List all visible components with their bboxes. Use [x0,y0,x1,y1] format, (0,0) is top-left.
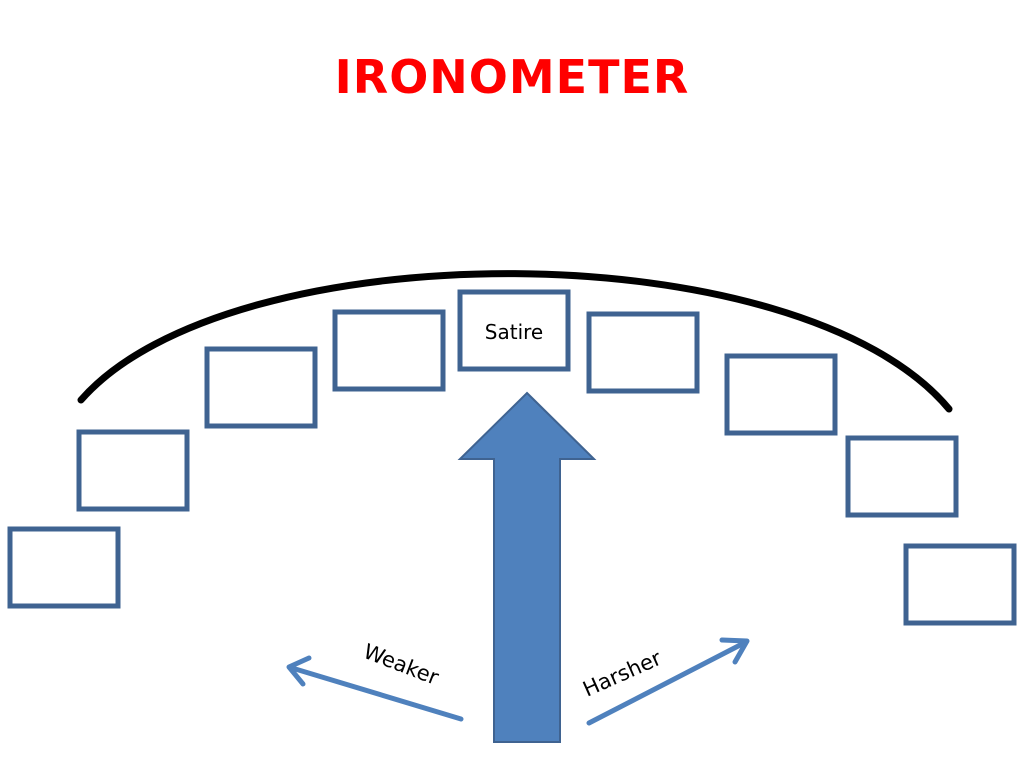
harsher-arrow [586,637,750,726]
weaker-arrow [286,655,464,722]
scale-box [845,435,959,518]
scale-box [7,526,121,609]
pointer-arrow [457,391,597,743]
scale-box [724,353,838,436]
scale-box-satire: Satire [457,289,571,372]
page-title: IRONOMETER [334,50,690,104]
scale-box [586,311,700,394]
scale-box-label: Satire [485,320,543,344]
scale-box [76,429,190,512]
harsher-label: Harsher [579,646,665,702]
scale-box [204,346,318,429]
weaker-label: Weaker [360,639,442,690]
scale-arc [77,270,953,413]
scale-box [332,309,446,392]
scale-boxes: Satire [7,289,1017,626]
scale-box [903,543,1017,626]
